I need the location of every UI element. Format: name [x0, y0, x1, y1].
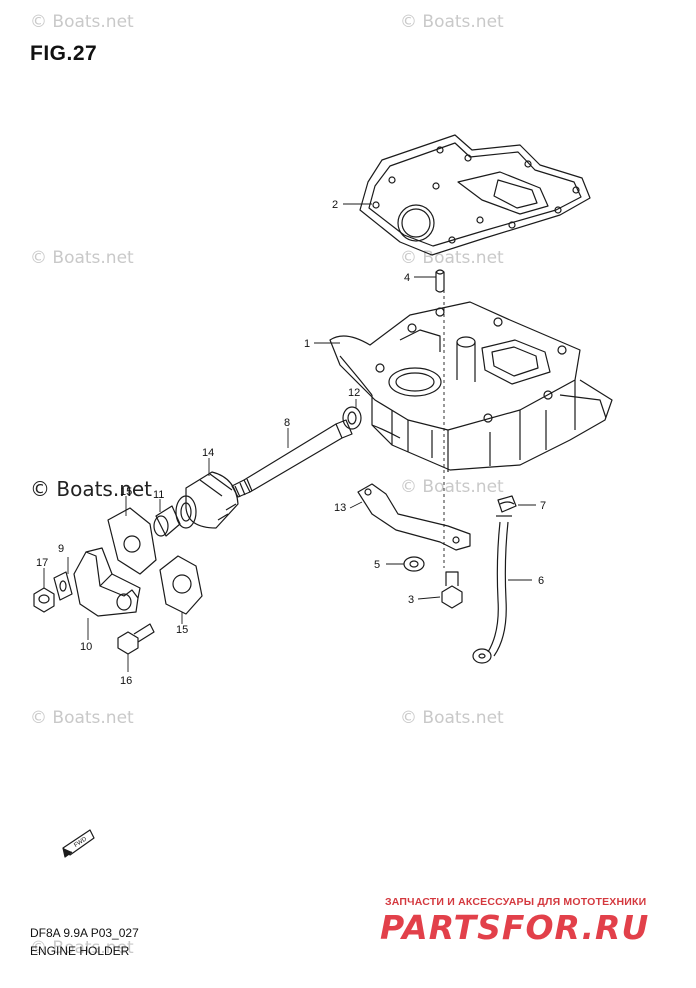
stay-plate-part — [357, 483, 471, 551]
short-bolt-part — [117, 623, 155, 655]
part-number-label: 8 — [284, 417, 290, 429]
figure-title: FIG.27 — [30, 42, 98, 65]
nut-part — [33, 587, 55, 613]
collar-part — [342, 406, 362, 430]
long-bolt-part — [231, 419, 353, 498]
clip-part — [497, 495, 517, 513]
part-number-label: 5 — [374, 559, 380, 571]
part-number-label: 12 — [348, 387, 360, 399]
watermark: © Boats.net — [30, 477, 153, 501]
part-number-labels: 2 4 1 12 8 14 11 15 9 17 10 15 16 13 5 3… — [36, 199, 546, 687]
part-number-label: 11 — [153, 489, 164, 501]
watermark: © Boats.net — [30, 248, 134, 268]
part-number-label: 16 — [120, 675, 132, 687]
sleeve-part — [153, 505, 181, 537]
part-number-label: 1 — [304, 338, 310, 350]
watermark: © Boats.net — [30, 708, 134, 728]
lower-plate-part — [159, 555, 203, 615]
watermark: © Boats.net — [30, 12, 134, 32]
washer-part — [403, 556, 425, 572]
engine-holder-part — [329, 301, 613, 472]
watermark: © Boats.net — [400, 12, 504, 32]
gasket-part — [359, 134, 591, 256]
figure-subtitle: ENGINE HOLDER — [30, 944, 130, 958]
part-number-label: 14 — [202, 447, 214, 459]
forward-arrow-icon — [62, 829, 95, 858]
part-number-label: 15 — [176, 624, 188, 636]
part-number-label: 6 — [538, 575, 544, 587]
part-number-label: 2 — [332, 199, 338, 211]
watermark: © Boats.net — [400, 477, 504, 497]
upper-plate-part — [107, 507, 157, 575]
part-number-label: 9 — [58, 543, 64, 555]
mount-rubber-part — [175, 471, 239, 529]
figure-code: DF8A 9.9A P03_027 — [30, 926, 139, 940]
clamp-bracket-part — [73, 547, 141, 617]
shop-logo: PARTSFOR.RU — [380, 908, 650, 947]
small-washer-part — [53, 571, 73, 601]
bolt-part — [441, 571, 463, 609]
part-number-label: 4 — [404, 272, 410, 284]
ground-lead-part — [472, 515, 512, 664]
shop-tagline: ЗАПЧАСТИ И АКСЕССУАРЫ ДЛЯ МОТОТЕХНИКИ — [385, 896, 647, 908]
part-number-label: 10 — [80, 641, 92, 653]
part-number-label: 15 — [120, 486, 132, 498]
part-number-label: 7 — [540, 500, 546, 512]
part-number-label: 17 — [36, 557, 48, 569]
part-number-label: 13 — [334, 502, 346, 514]
part-number-label: 3 — [408, 594, 414, 606]
dowel-pin-part — [435, 269, 445, 293]
watermark: © Boats.net — [400, 708, 504, 728]
watermark: © Boats.net — [30, 938, 134, 958]
